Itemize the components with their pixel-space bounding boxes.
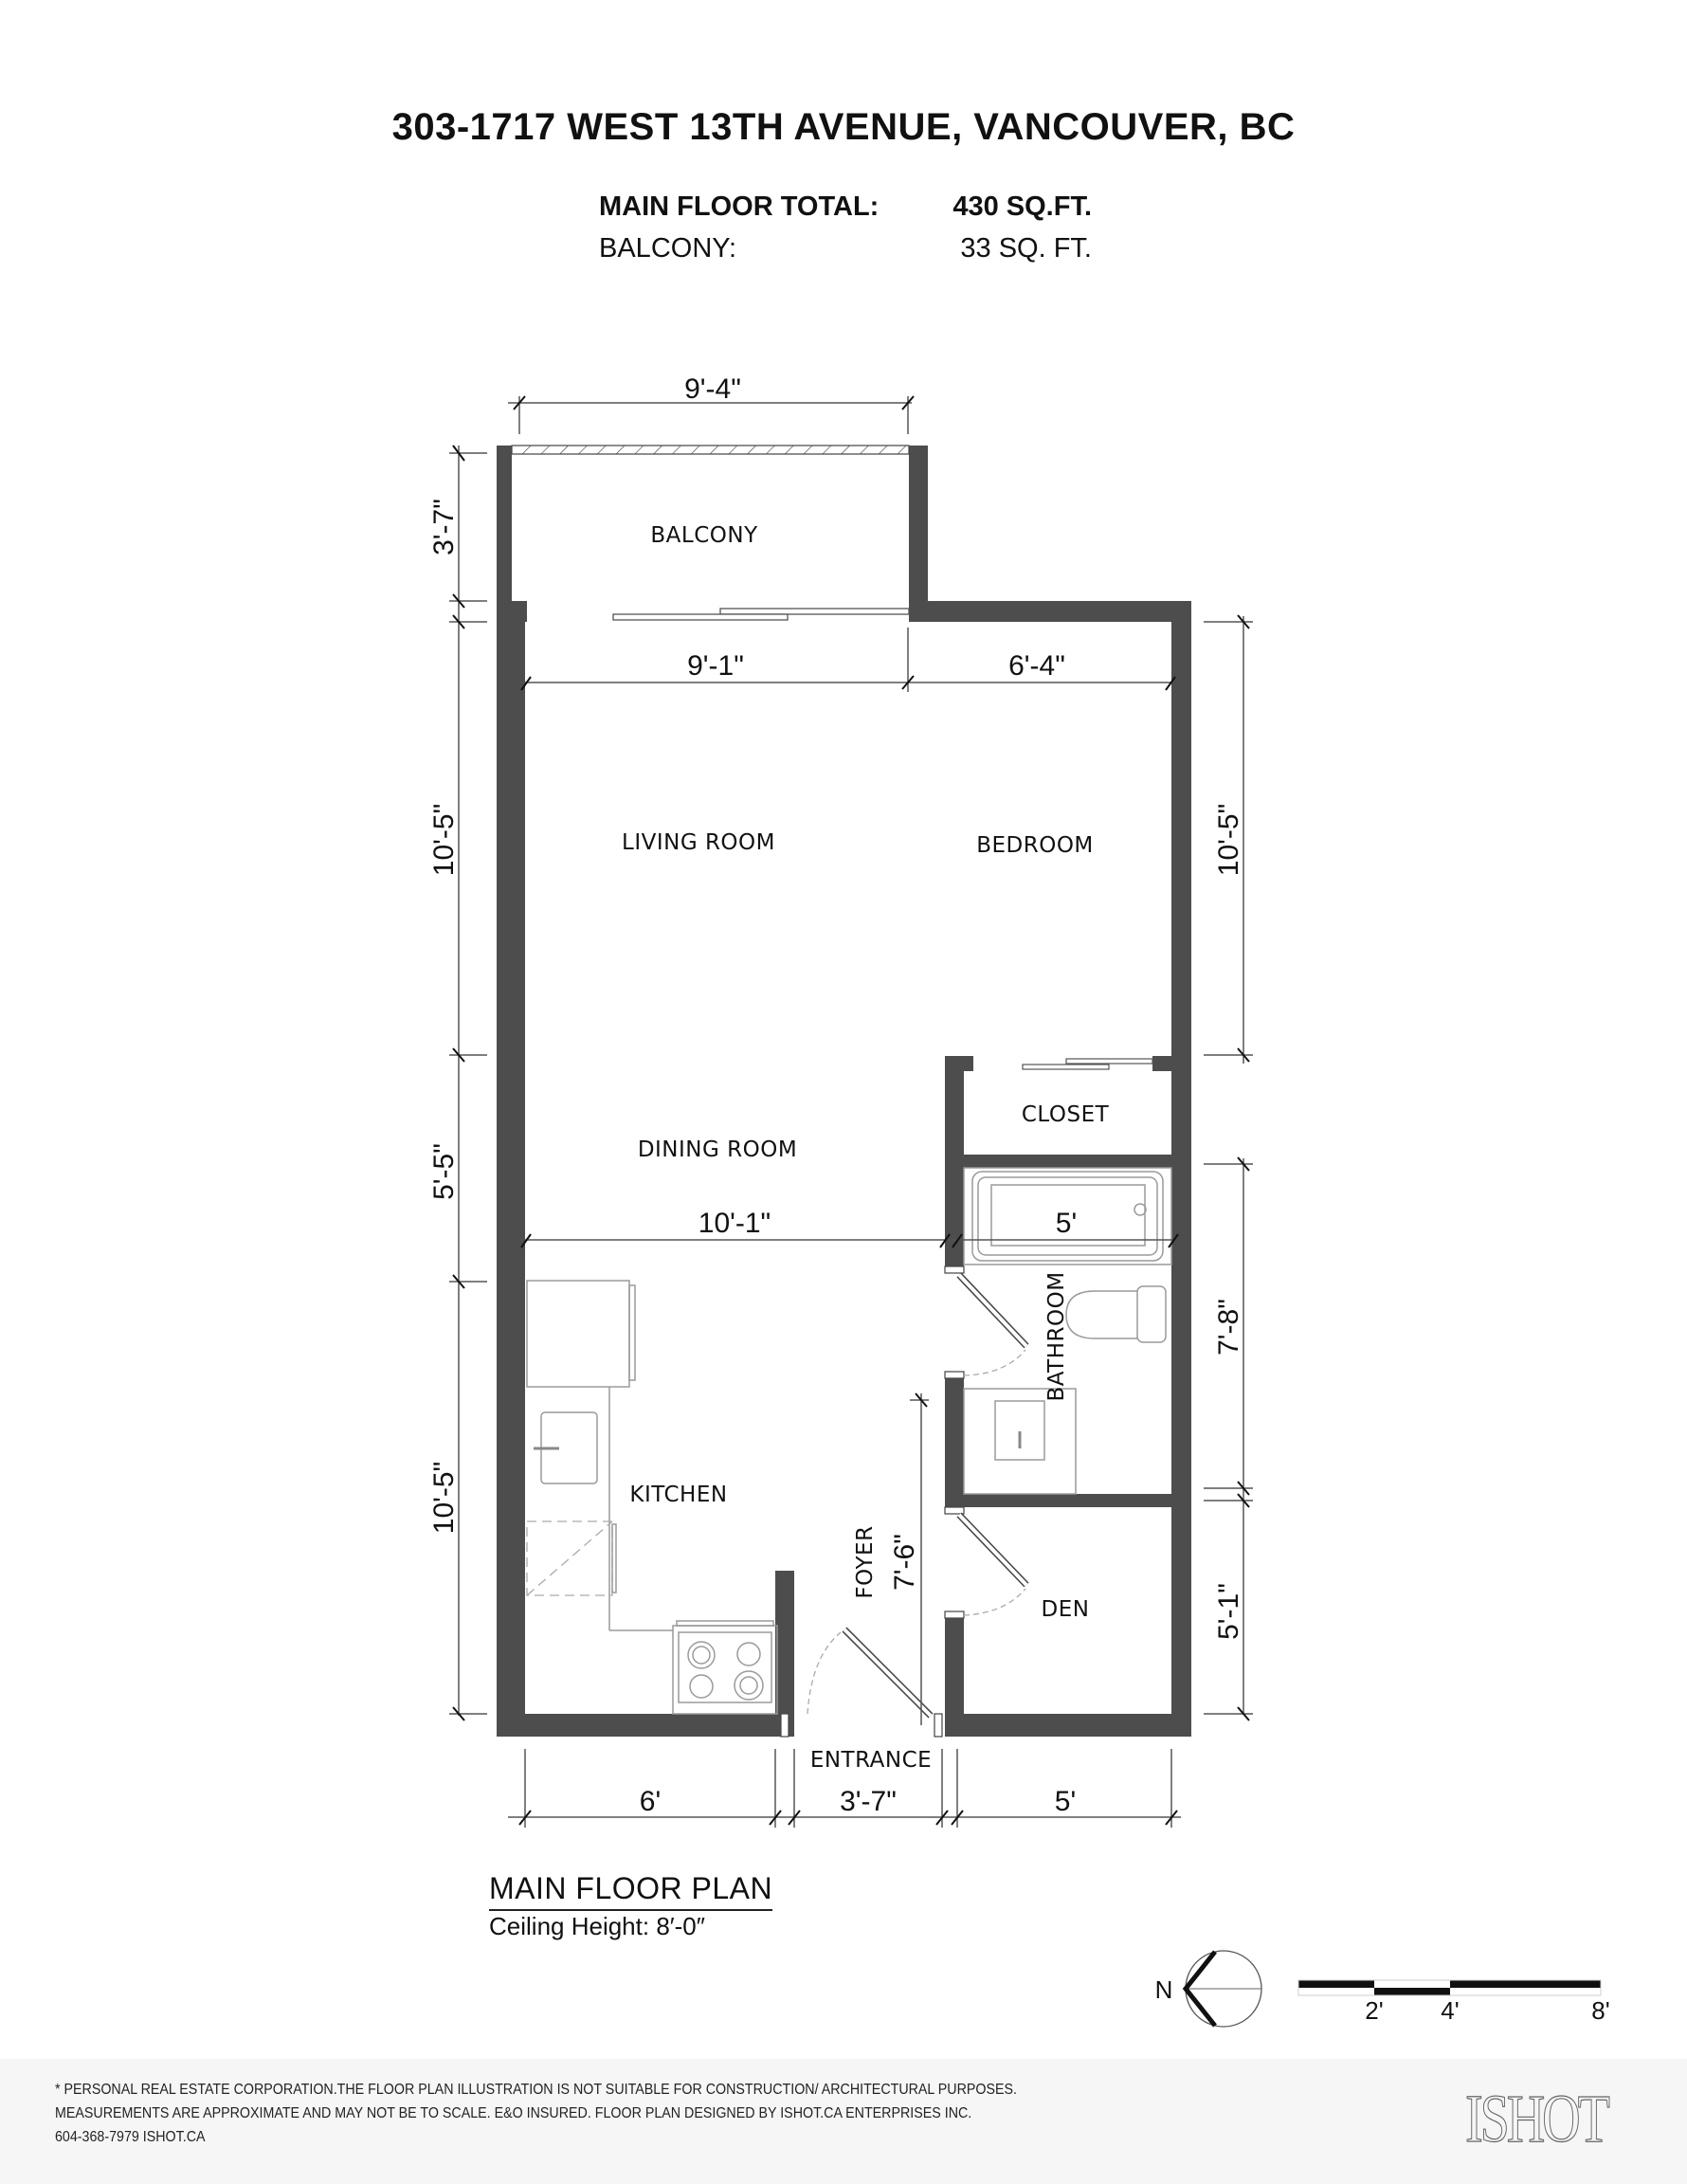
- balcony-area-label: BALCONY:: [599, 232, 737, 264]
- ceiling-height: Ceiling Height: 8′-0″: [489, 1912, 705, 1940]
- dim-kitchen-depth: 10'-5": [428, 1462, 460, 1534]
- compass-north-label: N: [1155, 1975, 1173, 2004]
- dim-bedroom-depth: 10'-5": [1213, 804, 1244, 876]
- scale-tick-2ft: 2': [1365, 1996, 1383, 2025]
- walls: [497, 445, 1191, 1738]
- plan-caption: MAIN FLOOR PLAN Ceiling Height: 8′-0″: [489, 1869, 773, 1941]
- balcony-area-value: 33 SQ. FT.: [960, 232, 1092, 264]
- main-floor-total-value: 430 SQ.FT.: [952, 191, 1092, 222]
- room-label-foyer: FOYER: [853, 1525, 878, 1598]
- toilet: [1065, 1285, 1167, 1343]
- footer: * PERSONAL REAL ESTATE CORPORATION.THE F…: [0, 2059, 1687, 2184]
- main-floor-total-label: MAIN FLOOR TOTAL:: [599, 191, 880, 222]
- plan-title: MAIN FLOOR PLAN: [489, 1869, 773, 1911]
- balcony-area-row: BALCONY: 33 SQ. FT.: [599, 228, 1092, 269]
- dishwasher: [526, 1520, 617, 1596]
- dim-tub-width: 5': [1056, 1208, 1077, 1239]
- dimension-lines: [449, 395, 1253, 1828]
- room-label-den: DEN: [1042, 1597, 1090, 1622]
- entrance-door: [807, 1627, 934, 1719]
- den-door: [956, 1512, 1029, 1616]
- refrigerator: [526, 1280, 636, 1388]
- dim-bottom-den: 5': [1055, 1786, 1076, 1817]
- dim-foyer-depth: 7'-6": [889, 1534, 920, 1591]
- dim-bedroom-width: 6'-4": [1008, 650, 1065, 682]
- scale-bar: 2' 4' 8': [1297, 1979, 1610, 2025]
- dim-dining-depth: 5'-5": [428, 1143, 460, 1200]
- closet-sliding-door: [1022, 1058, 1153, 1070]
- dim-living-width: 9'-1": [687, 650, 744, 682]
- bathtub: [963, 1167, 1172, 1265]
- room-label-entrance: ENTRANCE: [810, 1748, 932, 1773]
- disclaimer-line-2: MEASUREMENTS ARE APPROXIMATE AND MAY NOT…: [55, 2105, 972, 2121]
- room-label-living-room: LIVING ROOM: [622, 830, 775, 855]
- dim-bottom-entrance: 3'-7": [840, 1786, 897, 1817]
- bathroom-vanity: [963, 1388, 1077, 1495]
- contact-line: 604-368-7979 ISHOT.CA: [55, 2129, 206, 2145]
- stove: [672, 1620, 778, 1715]
- scale-tick-8ft: 8': [1591, 1996, 1609, 2025]
- area-summary: MAIN FLOOR TOTAL: 430 SQ.FT. BALCONY: 33…: [599, 186, 1092, 269]
- dim-den-depth: 5'-1": [1213, 1583, 1244, 1640]
- main-floor-total-row: MAIN FLOOR TOTAL: 430 SQ.FT.: [599, 186, 1092, 228]
- room-label-kitchen: KITCHEN: [629, 1483, 727, 1507]
- room-label-dining-room: DINING ROOM: [638, 1138, 797, 1162]
- disclaimer: * PERSONAL REAL ESTATE CORPORATION.THE F…: [55, 2078, 1017, 2149]
- room-label-balcony: BALCONY: [650, 523, 758, 548]
- balcony-sliding-door: [612, 608, 910, 621]
- dim-living-depth: 10'-5": [428, 804, 460, 876]
- north-compass-icon: N: [1155, 1950, 1262, 2028]
- dim-dining-width: 10'-1": [698, 1208, 771, 1239]
- room-label-closet: CLOSET: [1022, 1102, 1110, 1127]
- kitchen-counter: [608, 1387, 673, 1631]
- dim-balcony-width: 9'-4": [684, 373, 741, 405]
- dim-bathroom-depth: 7'-8": [1213, 1299, 1244, 1356]
- scale-tick-4ft: 4': [1441, 1996, 1459, 2025]
- ishot-logo: ISHOT: [1465, 2080, 1611, 2157]
- room-label-bedroom: BEDROOM: [976, 833, 1094, 858]
- room-label-bathroom: BATHROOM: [1044, 1271, 1069, 1401]
- dim-balcony-depth: 3'-7": [428, 499, 460, 555]
- kitchen-sink: [534, 1411, 598, 1484]
- bathroom-door: [956, 1272, 1029, 1376]
- page-title: 303-1717 WEST 13TH AVENUE, VANCOUVER, BC: [391, 106, 1296, 148]
- dim-bottom-kitchen: 6': [640, 1786, 661, 1817]
- disclaimer-line-1: * PERSONAL REAL ESTATE CORPORATION.THE F…: [55, 2082, 1018, 2098]
